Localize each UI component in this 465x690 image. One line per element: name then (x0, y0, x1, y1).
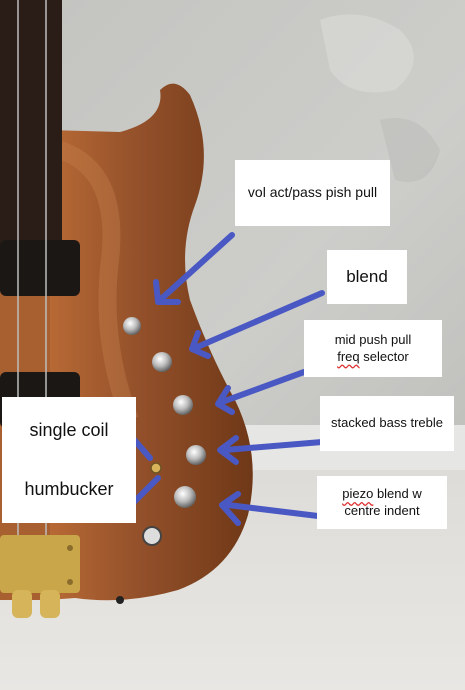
control-knob (152, 352, 172, 372)
output-jack (142, 526, 162, 546)
strap-button (116, 596, 124, 604)
saddle (40, 590, 60, 618)
wall-texture (380, 118, 440, 182)
label-mid-word: mid push pull (334, 332, 412, 348)
control-knob (174, 486, 196, 508)
bridge-screw (67, 579, 73, 585)
label-stacked-bass-treble: stacked bass treble (320, 396, 454, 451)
control-knob (186, 445, 206, 465)
control-knob (173, 395, 193, 415)
label-blend: blend (327, 250, 407, 304)
arrow-blend (189, 290, 325, 359)
label-vol-act-pass: vol act/pass pish pull (235, 160, 390, 226)
arrow-humbucker (131, 475, 161, 505)
label-coil-switch: single coil humbucker (2, 397, 136, 523)
arrow-stacked (217, 435, 325, 465)
arrow-vol (153, 232, 235, 305)
saddle (12, 590, 32, 618)
label-piezo-word: piezo (342, 486, 374, 502)
label-mid-push-pull: mid push pull freq selector (304, 320, 442, 377)
control-knob (123, 317, 141, 335)
body-highlight (56, 141, 139, 424)
label-blend-text: blend (346, 267, 388, 287)
label-humbucker: humbucker (24, 479, 114, 500)
neck-pickup (0, 240, 80, 296)
bridge (0, 535, 80, 593)
label-mid-freq: freq (337, 348, 360, 364)
bridge-screw (67, 545, 73, 551)
label-single-coil: single coil (29, 420, 109, 441)
fretboard (0, 0, 62, 250)
arrow-piezo (219, 491, 321, 526)
label-mid-rest: selector (359, 348, 409, 364)
label-vol-text: vol act/pass pish pull (247, 184, 378, 201)
label-piezo-rest: blend w centre indent (344, 486, 422, 518)
wall-texture (320, 14, 414, 93)
label-piezo-blend: piezo blend w centre indent (317, 476, 447, 529)
arrow-mid (215, 369, 307, 415)
coil-switch (150, 462, 162, 474)
label-stacked-text: stacked bass treble (330, 415, 443, 431)
